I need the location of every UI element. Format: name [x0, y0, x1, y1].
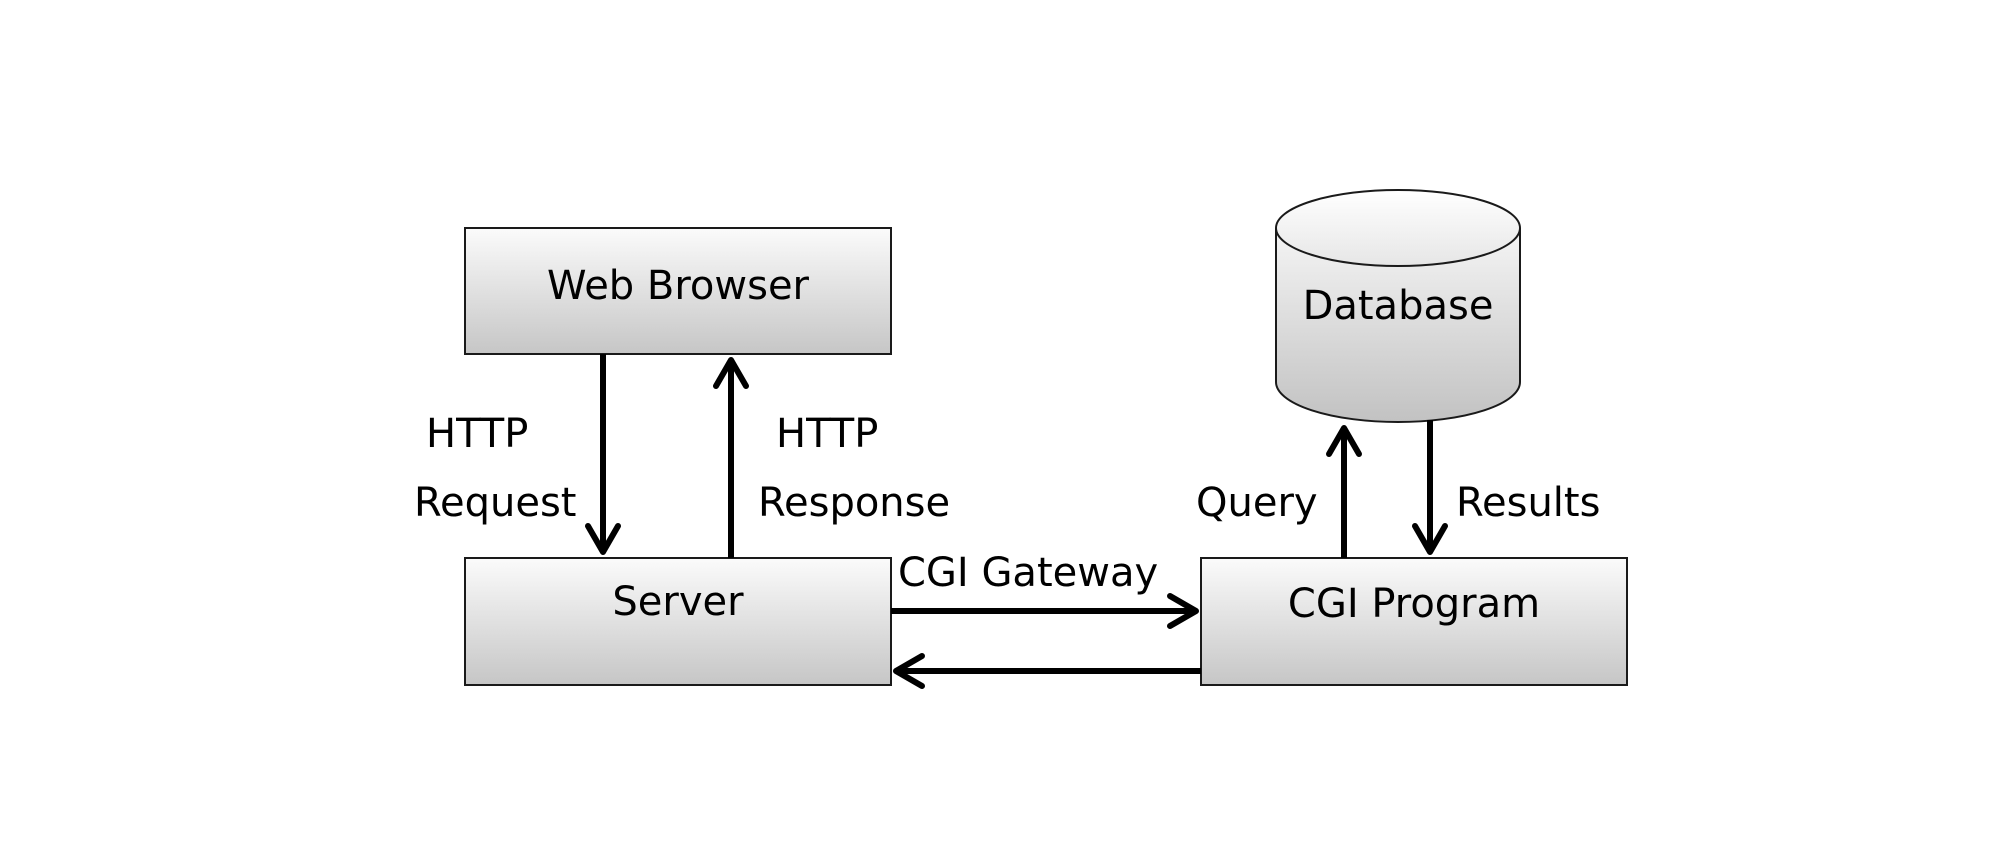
- query-arrow: [1326, 425, 1362, 558]
- web-browser-label: Web Browser: [547, 263, 810, 309]
- http-response-arrow: [713, 357, 749, 558]
- web-browser-node: Web Browser: [464, 227, 892, 355]
- results-arrow: [1412, 420, 1448, 555]
- http-response-label-line2: Response: [758, 480, 950, 526]
- query-label: Query: [1196, 480, 1318, 526]
- http-request-label-line1: HTTP: [426, 411, 528, 457]
- cgi-gateway-request-arrow: [891, 593, 1199, 629]
- cgi-gateway-response-arrow: [893, 653, 1201, 689]
- server-node: Server: [464, 557, 892, 686]
- http-response-label-line1: HTTP: [776, 411, 878, 457]
- server-label: Server: [612, 579, 744, 625]
- database-node: Database: [1275, 189, 1521, 423]
- results-label: Results: [1456, 480, 1600, 526]
- cgi-gateway-label: CGI Gateway: [898, 550, 1158, 596]
- cgi-program-node: CGI Program: [1200, 557, 1628, 686]
- http-request-label-line2: Request: [414, 480, 576, 526]
- cgi-program-label: CGI Program: [1288, 581, 1540, 627]
- http-request-arrow: [585, 354, 621, 555]
- database-label: Database: [1303, 283, 1494, 329]
